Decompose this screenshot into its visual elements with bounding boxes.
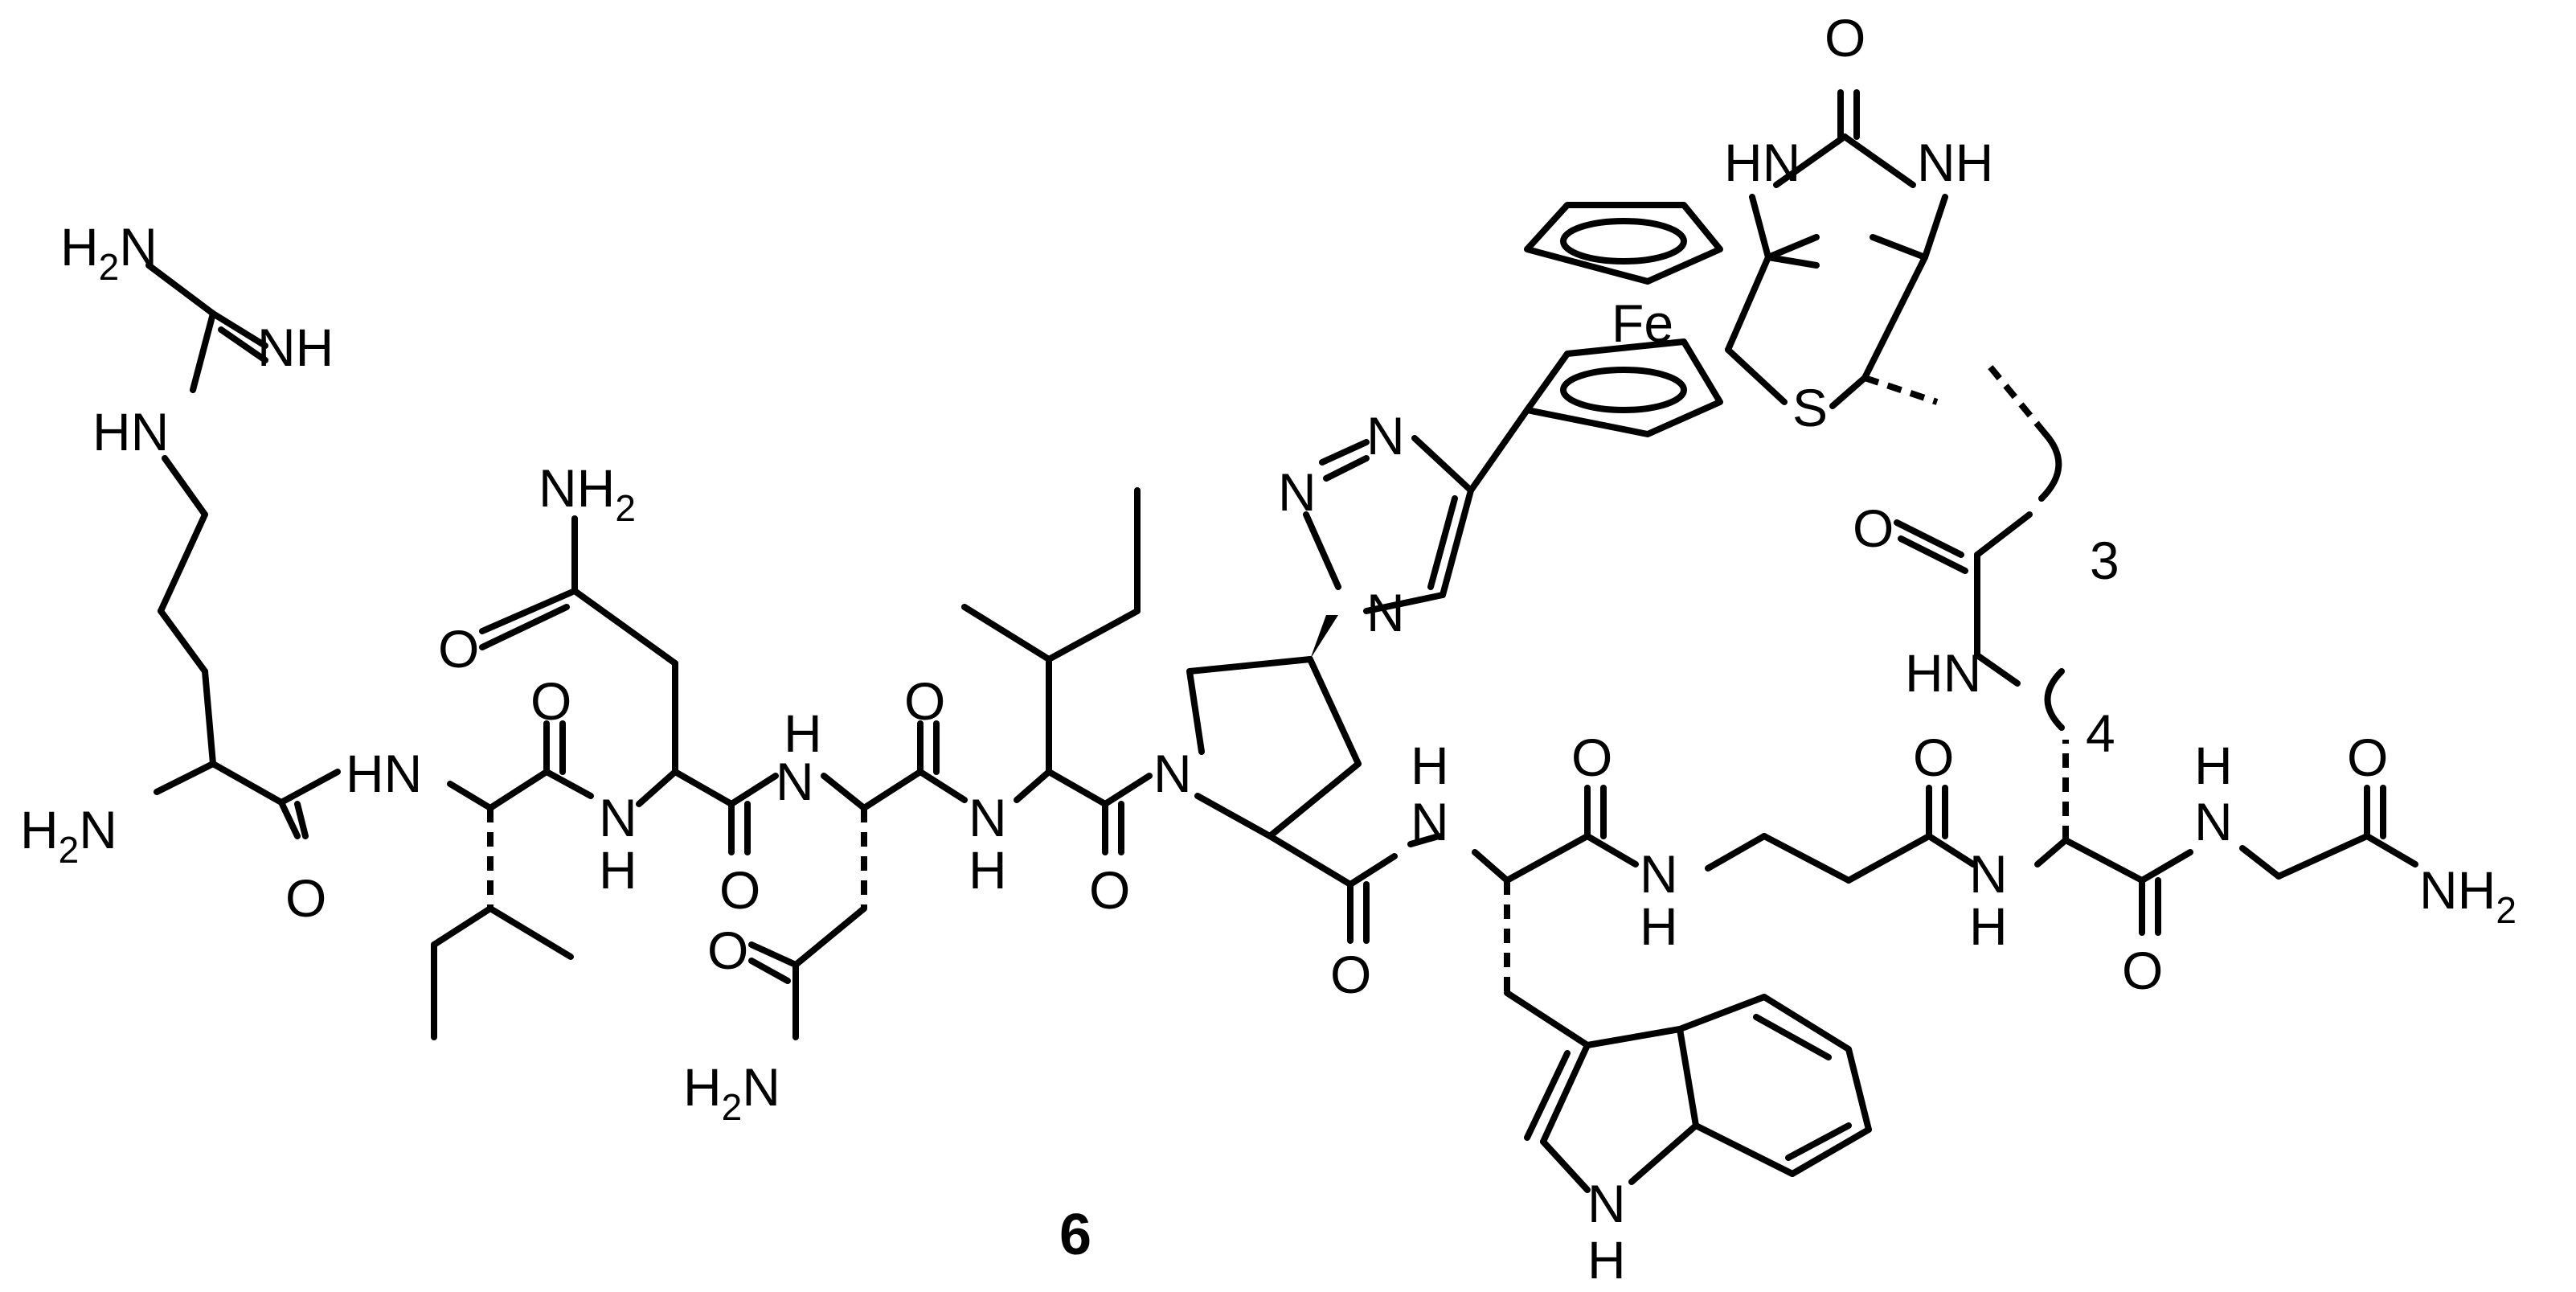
repeat-count-three: 3 bbox=[2090, 531, 2119, 590]
lysine-biotin-residue bbox=[1894, 363, 2193, 936]
ile2-n-label: N bbox=[969, 788, 1007, 847]
ferrocene-group bbox=[1524, 202, 1723, 437]
ile2-carbonyl-o-label: O bbox=[1089, 860, 1130, 920]
glycinamide-residue bbox=[2239, 785, 2418, 880]
pyrrolidine-ring bbox=[1186, 615, 1398, 944]
asn2-n-label: N bbox=[776, 752, 814, 811]
lys-n-label: N bbox=[1969, 844, 2008, 904]
lys-h-label: H bbox=[1969, 896, 2008, 956]
gly-carbonyl-o-label: O bbox=[2347, 728, 2388, 787]
trp-n-label: N bbox=[1411, 792, 1449, 851]
ile1-hn-label: HN bbox=[346, 744, 422, 803]
isoleucine-residue-2 bbox=[961, 487, 1153, 855]
ile2-h-label: H bbox=[969, 840, 1007, 900]
n-terminal-h2n-label: H2N bbox=[20, 800, 117, 871]
trp-h-label: H bbox=[1411, 736, 1449, 795]
compound-number-label: 6 bbox=[1059, 1203, 1091, 1267]
indole-n-label: N bbox=[1587, 1174, 1626, 1233]
triazole-n3-label: N bbox=[1366, 406, 1405, 466]
triazole-n1-label: N bbox=[1366, 583, 1405, 642]
triazole-n2-label: N bbox=[1278, 462, 1317, 522]
asparagine-residue-2 bbox=[748, 720, 968, 1040]
biotin-hn-label: HN bbox=[1724, 133, 1800, 192]
asn2-h-label: H bbox=[784, 703, 822, 763]
trp-carbonyl-o-label: O bbox=[1571, 728, 1612, 787]
asn1-carbonyl-o-label: O bbox=[719, 860, 760, 920]
bala-n-label: N bbox=[1640, 844, 1678, 904]
bala-h-label: H bbox=[1640, 896, 1678, 956]
guanidine-hn-label: HN bbox=[92, 402, 169, 461]
pro-carbonyl-o-label: O bbox=[1330, 945, 1371, 1004]
beta-alanine-residue bbox=[1705, 785, 1976, 884]
lys-carbonyl-o-label: O bbox=[2122, 941, 2163, 1000]
lys-side-hn-label: HN bbox=[1905, 643, 1981, 703]
asn1-h-label: H bbox=[599, 840, 637, 900]
asn2-h2n-label: H2N bbox=[683, 1057, 780, 1128]
gly-h-label: H bbox=[2194, 736, 2233, 795]
biotin-nh-label: NH bbox=[1917, 133, 1993, 192]
arginine-residue bbox=[145, 262, 341, 839]
arg-carbonyl-o-label: O bbox=[285, 868, 326, 928]
pyrrolidine-n-label: N bbox=[1153, 744, 1192, 803]
indole-h-label: H bbox=[1587, 1230, 1626, 1290]
guanidine-nh-label: NH bbox=[257, 318, 334, 377]
asn1-nh2-label: NH2 bbox=[539, 458, 636, 529]
asparagine-residue-1 bbox=[479, 515, 779, 855]
biotin-ring-system bbox=[1725, 89, 1948, 409]
asn2-carbonyl-o-label: O bbox=[904, 671, 945, 731]
isoleucine-residue-1 bbox=[431, 720, 594, 1040]
iron-atom-label: Fe bbox=[1612, 293, 1673, 353]
biotin-amide-o-label: O bbox=[1853, 498, 1894, 558]
asn1-side-o-label: O bbox=[438, 619, 479, 679]
tryptophan-residue bbox=[1407, 785, 1872, 1193]
guanidine-h2n-label: H2N bbox=[60, 217, 158, 288]
biotin-s-label: S bbox=[1792, 378, 1828, 437]
biotin-urea-o-label: O bbox=[1824, 8, 1865, 68]
gly-n-label: N bbox=[2194, 792, 2233, 851]
repeat-count-four: 4 bbox=[2086, 703, 2115, 763]
ile1-carbonyl-o-label: O bbox=[530, 671, 571, 731]
asn2-side-o-label: O bbox=[707, 921, 748, 980]
triazole-ring bbox=[1303, 407, 1530, 614]
asn1-n-label: N bbox=[599, 788, 637, 847]
c-terminal-nh2-label: NH2 bbox=[2419, 860, 2517, 931]
bala-carbonyl-o-label: O bbox=[1913, 728, 1954, 787]
